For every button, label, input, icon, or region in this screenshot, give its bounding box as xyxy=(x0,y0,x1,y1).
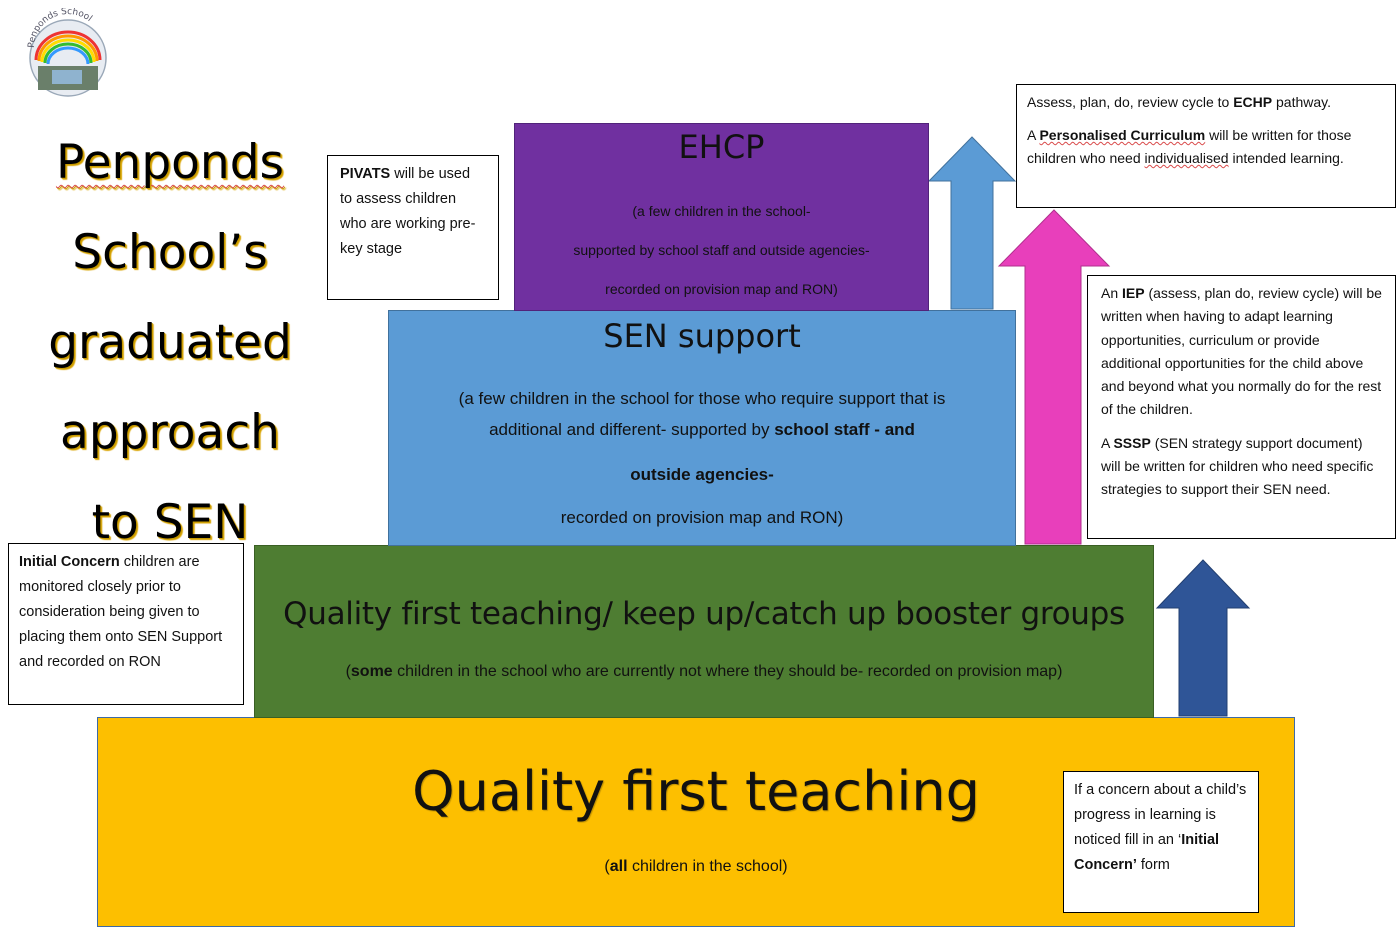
title-line-2: School’s xyxy=(72,225,268,280)
tier-description: (a few children in the school- supported… xyxy=(515,192,928,309)
note-text: pathway. xyxy=(1272,94,1331,110)
desc-line-2: supported by school staff and outside ag… xyxy=(573,242,870,258)
school-logo: Penponds School xyxy=(27,8,107,97)
tier-description: (all children in the school) xyxy=(98,858,1294,876)
desc-line-1: (a few children in the school for those … xyxy=(458,389,946,408)
desc-line-2: additional and different- supported by s… xyxy=(409,414,995,445)
note-text: Assess, plan, do, review cycle to xyxy=(1027,94,1234,110)
arrow-up-light-blue-icon xyxy=(927,136,1017,310)
note-text: A xyxy=(1101,434,1114,451)
tier-ehcp: EHCP (a few children in the school- supp… xyxy=(514,123,929,311)
note-bold: Initial Concern’ xyxy=(1074,832,1220,873)
note-bold: PIVATS xyxy=(340,166,391,182)
note-paragraph-2: A Personalised Curriculum will be writte… xyxy=(1027,124,1385,170)
desc-line-3: outside agencies- xyxy=(630,465,774,484)
note-text: An xyxy=(1101,285,1123,301)
tier-heading: Quality first teaching xyxy=(412,760,980,823)
tier-sen-support: SEN support (a few children in the schoo… xyxy=(388,310,1016,546)
desc-post: children in the school) xyxy=(627,858,788,875)
note-text: individualised xyxy=(1144,150,1229,166)
note-pivats: PIVATS will be used to assess children w… xyxy=(327,155,499,300)
note-text: (assess, plan do, review cycle) will be … xyxy=(1101,285,1382,418)
desc-bold: school staff - and xyxy=(774,420,915,439)
arrow-up-dark-blue-icon xyxy=(1155,559,1251,717)
note-bold: Personalised Curriculum xyxy=(1039,127,1206,143)
desc-pre: ( xyxy=(345,663,351,680)
note-text: A xyxy=(1027,127,1040,143)
note-bold: SSSP xyxy=(1113,434,1151,451)
tier-booster-groups: Quality first teaching/ keep up/catch up… xyxy=(254,545,1154,718)
title-line-1: Penponds xyxy=(55,135,285,190)
note-text-end: form xyxy=(1136,857,1170,873)
note-paragraph-2: A SSSP (SEN strategy support document) w… xyxy=(1101,432,1382,502)
note-bold: IEP xyxy=(1122,285,1145,301)
note-echp-pathway: Assess, plan, do, review cycle to ECHP p… xyxy=(1016,84,1396,208)
desc-bold: some xyxy=(350,663,393,680)
desc-line-4: recorded on provision map and RON) xyxy=(560,508,844,527)
title-line-3: graduated xyxy=(48,315,292,370)
title-line-4: approach xyxy=(60,405,280,460)
tier-heading: SEN support xyxy=(603,317,801,355)
note-bold: ECHP xyxy=(1233,94,1273,110)
page-title: Penponds School’s graduated approach to … xyxy=(20,118,320,568)
note-bold: Initial Concern xyxy=(19,554,120,570)
tier-description: (a few children in the school for those … xyxy=(409,383,995,533)
tier-heading: Quality first teaching/ keep up/catch up… xyxy=(283,596,1125,632)
desc-pre: ( xyxy=(604,858,610,875)
tier-heading: EHCP xyxy=(678,128,765,166)
note-initial-concern: Initial Concern children are monitored c… xyxy=(8,543,244,705)
desc-line-3: recorded on provision map and RON) xyxy=(605,281,838,297)
note-text: If a concern about a child’s progress in… xyxy=(1074,782,1247,848)
desc-post: children in the school who are currently… xyxy=(392,663,1063,680)
note-paragraph-1: An IEP (assess, plan do, review cycle) w… xyxy=(1101,282,1382,422)
desc-line-1: (a few children in the school- xyxy=(632,203,811,219)
note-text: will be used to assess children who are … xyxy=(340,166,476,257)
arrow-up-pink-icon xyxy=(997,209,1111,545)
note-text: will be written for those children who n… xyxy=(1027,127,1352,166)
desc-plain: additional and different- supported by xyxy=(489,420,775,439)
title-line-5: to SEN xyxy=(91,495,249,550)
note-text: (SEN strategy support document) will be … xyxy=(1101,434,1374,498)
note-text: intended learning. xyxy=(1228,150,1344,166)
note-concern-form: If a concern about a child’s progress in… xyxy=(1063,771,1259,913)
desc-bold: all xyxy=(609,858,628,875)
tier-description: (some children in the school who are cur… xyxy=(255,663,1153,681)
note-iep-sssp: An IEP (assess, plan do, review cycle) w… xyxy=(1087,275,1396,539)
note-text: children are monitored closely prior to … xyxy=(19,554,223,670)
note-paragraph-1: Assess, plan, do, review cycle to ECHP p… xyxy=(1027,91,1385,114)
